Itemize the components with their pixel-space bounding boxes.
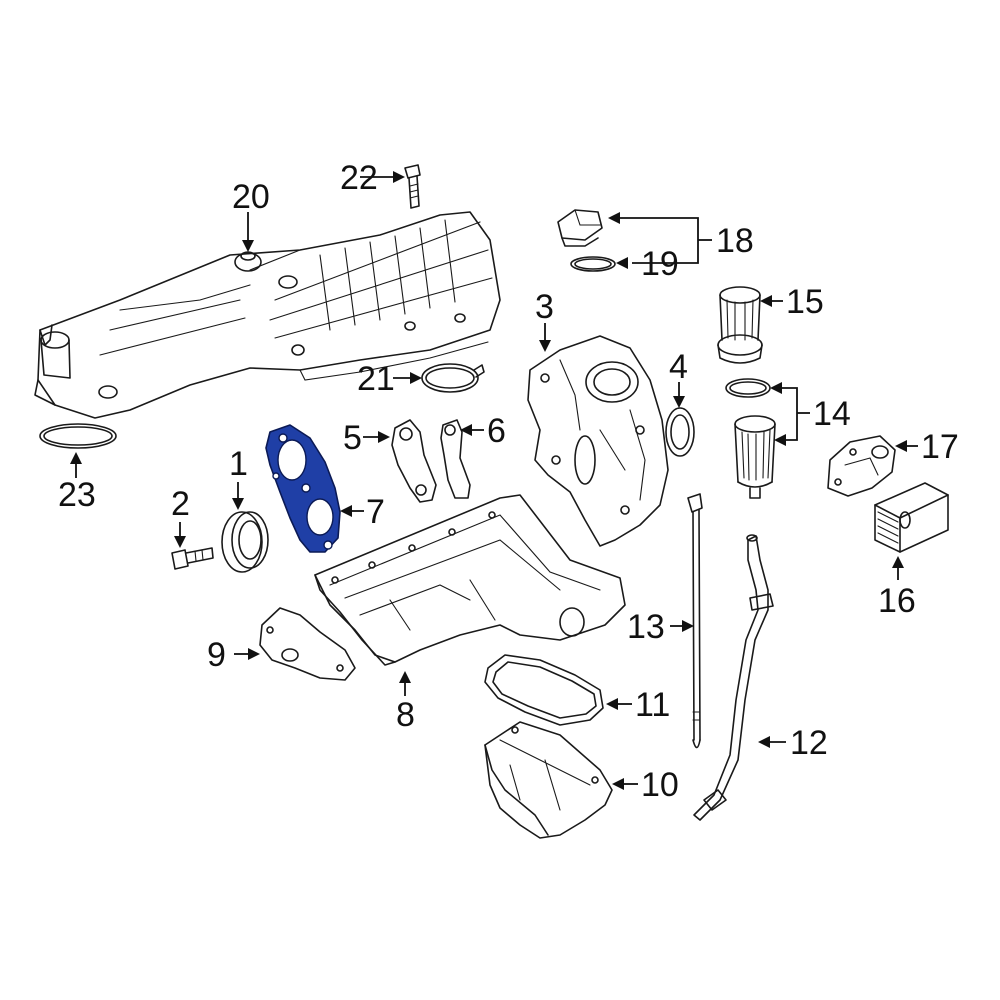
o-ring-part-19 [570, 256, 616, 272]
callout-20: 20 [232, 178, 270, 216]
bracket-part-6 [440, 419, 471, 499]
callout-13: 13 [627, 608, 665, 646]
oil-pan-lower-part-10 [484, 721, 613, 839]
callout-22: 22 [340, 159, 378, 197]
callout-1: 1 [229, 445, 248, 483]
pan-gasket-part-11 [484, 654, 604, 726]
dipstick-part-13 [687, 493, 703, 749]
callout-21: 21 [357, 360, 395, 398]
callout-15: 15 [786, 283, 824, 321]
sensor-part-18 [557, 209, 603, 247]
bracket-part-9 [259, 607, 356, 681]
callout-7: 7 [366, 493, 385, 531]
oil-cooler-part-16 [874, 482, 949, 553]
oil-pan-upper-part-8 [314, 494, 626, 666]
callout-14: 14 [813, 395, 851, 433]
leader-lines [70, 171, 918, 790]
callout-5: 5 [343, 419, 362, 457]
callout-4: 4 [669, 348, 688, 386]
crank-seal-part-1 [221, 511, 269, 573]
filter-part-14 [725, 378, 776, 499]
bolt-part-2 [171, 547, 214, 570]
highlighted-gasket-part-7 [265, 424, 341, 553]
filter-cap-part-15 [717, 286, 763, 364]
seal-ring-part-23 [39, 423, 117, 449]
seal-ring-part-21 [421, 363, 485, 393]
callout-8: 8 [396, 696, 415, 734]
callout-23: 23 [58, 476, 96, 514]
callout-17: 17 [921, 428, 959, 466]
dipstick-tube-part-12 [693, 534, 774, 821]
callout-19: 19 [641, 245, 679, 283]
callout-labels: 20 22 23 21 18 19 3 4 15 14 17 16 1 2 7 … [58, 159, 959, 804]
callout-9: 9 [207, 636, 226, 674]
callout-2: 2 [171, 485, 190, 523]
callout-18: 18 [716, 222, 754, 260]
seal-part-4 [665, 407, 695, 457]
callout-6: 6 [487, 412, 506, 450]
bolt-part-22 [404, 164, 421, 209]
callout-16: 16 [878, 582, 916, 620]
callout-11: 11 [635, 686, 670, 724]
bracket-part-5 [391, 419, 437, 503]
intake-manifold-part [34, 211, 501, 419]
bracket-part-17 [827, 435, 896, 497]
timing-cover-part-3 [527, 335, 669, 547]
callout-10: 10 [641, 766, 679, 804]
callout-12: 12 [790, 724, 828, 762]
callout-3: 3 [535, 288, 554, 326]
